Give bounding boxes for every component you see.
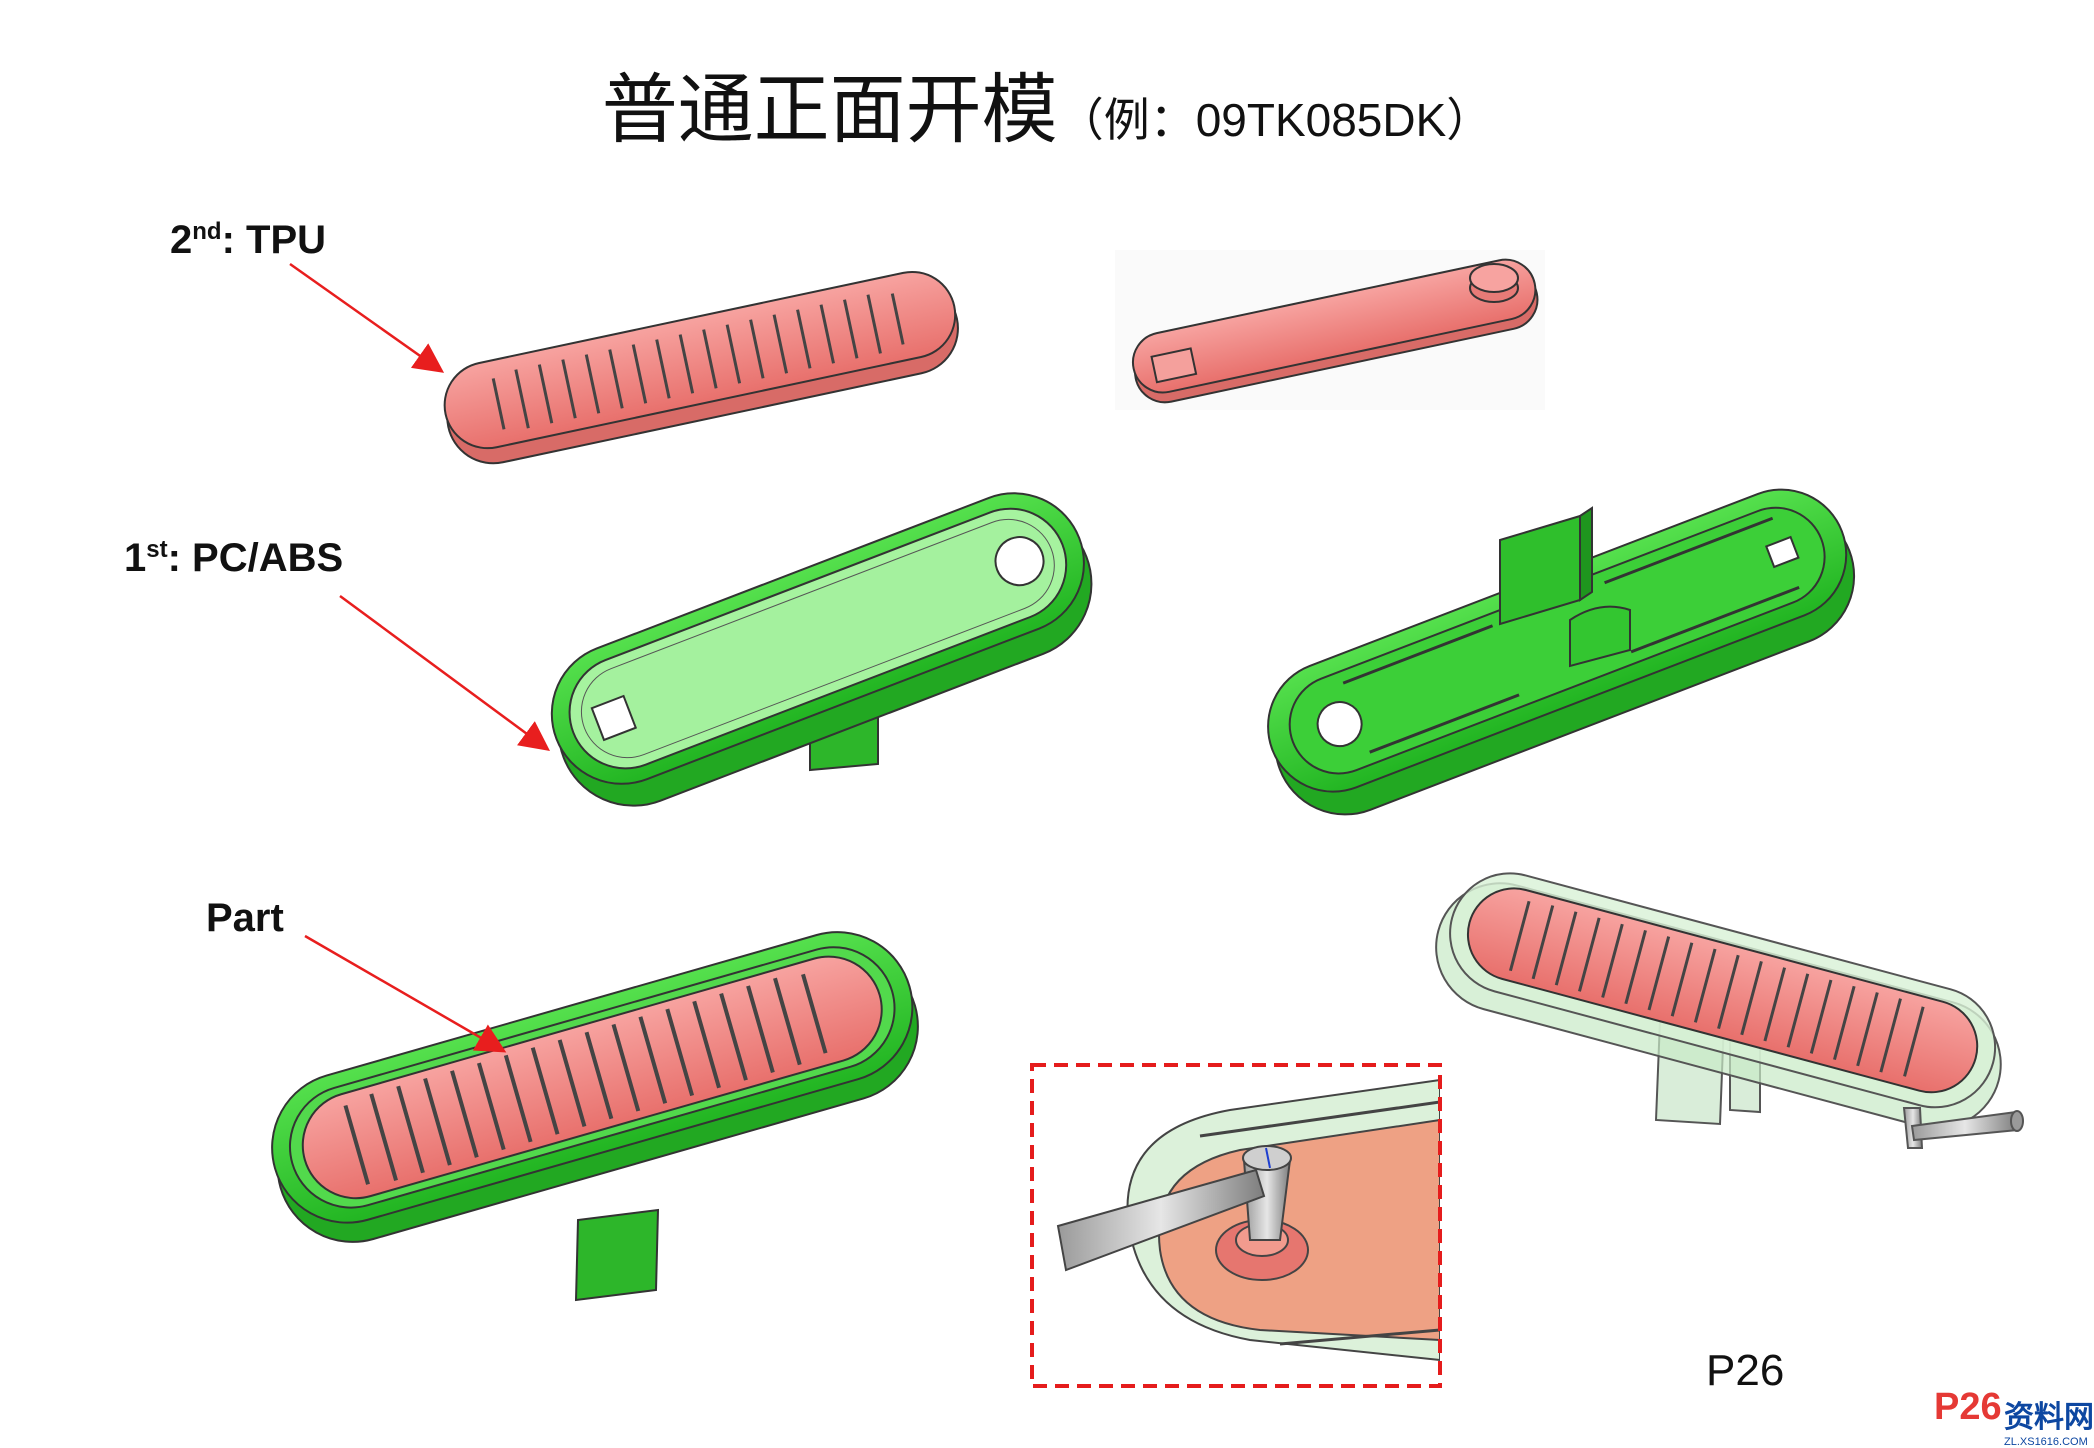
label-2nd-num: 2 [170, 218, 193, 262]
pc-abs-base-top-view [550, 492, 1093, 807]
tpu-insert-top-view [443, 270, 959, 465]
watermark-page: P26 [1934, 1386, 2002, 1428]
arrow-to-tpu [289, 262, 445, 373]
label-2nd-text: : TPU [221, 218, 327, 262]
title-sub: （例：09TK085DK） [1057, 94, 1493, 146]
tpu-insert-bottom-view [1115, 250, 1545, 410]
arrow-to-pc-abs [339, 594, 551, 751]
watermark-site-name: 资料网 [2004, 1401, 2094, 1434]
label-2nd-sup: nd [192, 218, 222, 245]
label-1st-text: : PC/ABS [167, 536, 344, 580]
watermark-logo: P26 [1934, 1386, 2002, 1429]
title-main: 普通正面开模 [601, 65, 1058, 154]
assembled-part [271, 931, 919, 1302]
assembly-transparent-view [1435, 872, 2024, 1149]
watermark-url: ZL.XS1616.COM [2004, 1436, 2088, 1448]
label-1st-pcabs: 1st: PC/ABS [124, 536, 343, 581]
pc-abs-base-bottom-view [1267, 488, 1856, 816]
page-number: P26 [1706, 1346, 1785, 1395]
page-title: 普通正面开模（例：09TK085DK） [0, 48, 2094, 158]
arrow-to-part [304, 934, 507, 1053]
label-1st-sup: st [146, 536, 168, 563]
label-2nd-tpu: 2nd: TPU [170, 218, 326, 263]
label-part: Part [206, 896, 284, 940]
detail-inset [1030, 1063, 1442, 1388]
label-1st-num: 1 [124, 536, 147, 580]
